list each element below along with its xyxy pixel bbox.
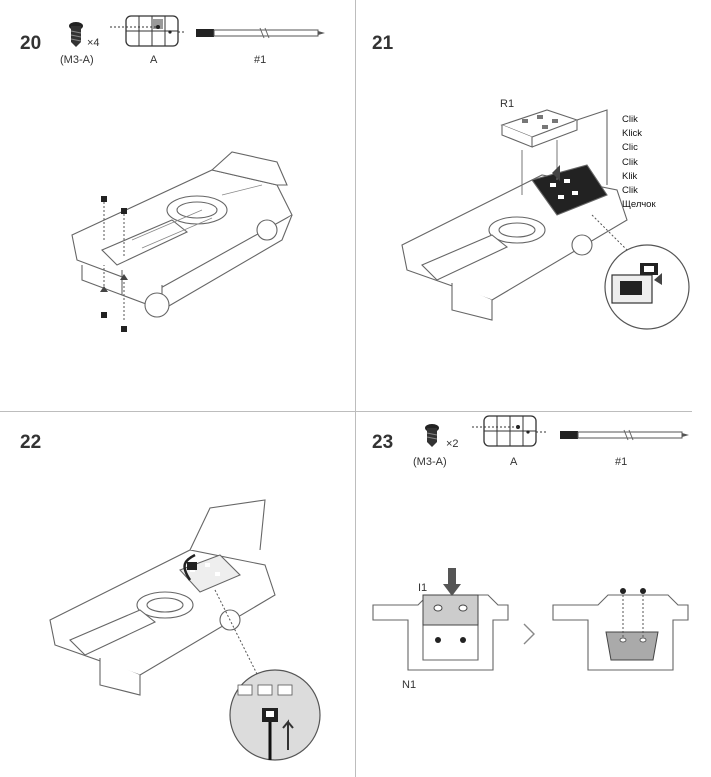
screw-code: (M3-A) <box>60 54 94 66</box>
vertical-divider <box>355 0 356 777</box>
step-23-illustration <box>372 568 689 671</box>
screwdriver-icon <box>196 27 325 39</box>
screw-icon <box>425 424 439 447</box>
screw-icon <box>69 22 83 47</box>
step-21-number: 21 <box>372 33 394 54</box>
click-sound-4: Clik <box>622 157 638 168</box>
step-23-number: 23 <box>372 432 394 453</box>
click-sound-7: Щелчок <box>622 199 656 210</box>
callout-n1: N1 <box>402 679 417 691</box>
part-label: A <box>510 456 518 468</box>
screw-quantity: ×2 <box>446 438 459 450</box>
step-21-illustration <box>401 109 690 330</box>
click-sound-1: Clik <box>622 114 638 125</box>
screw-quantity: ×4 <box>87 37 100 49</box>
step-22-illustration <box>49 499 321 761</box>
callout-i1: I1 <box>418 582 428 594</box>
click-sound-2: Klick <box>622 128 643 139</box>
callout-r1: R1 <box>500 98 515 110</box>
screwdriver-icon <box>560 429 689 441</box>
part-a-icon <box>110 15 186 47</box>
screw-code: (M3-A) <box>413 456 447 468</box>
click-sound-5: Klik <box>622 171 638 182</box>
click-sound-6: Clik <box>622 185 638 196</box>
part-label: A <box>150 54 158 66</box>
tool-label: #1 <box>615 456 628 468</box>
click-sound-3: Clic <box>622 142 638 153</box>
step-22-number: 22 <box>20 432 42 453</box>
tool-label: #1 <box>254 54 267 66</box>
step-20-illustration <box>71 151 293 332</box>
horizontal-divider <box>0 411 692 412</box>
part-a-icon <box>472 415 546 447</box>
step-20-number: 20 <box>20 33 42 54</box>
